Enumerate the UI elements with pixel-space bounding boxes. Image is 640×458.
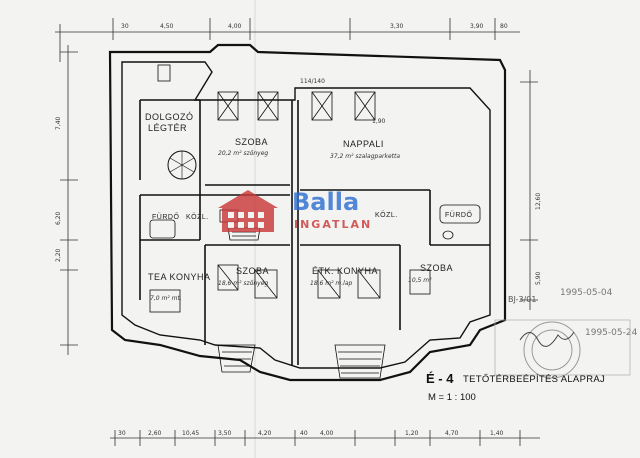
dim-bottom-1: 30 [118, 430, 126, 437]
watermark: Balla INGATLAN [212, 188, 440, 236]
dim-left-3: 2,20 [55, 248, 62, 262]
dim-left-1: 7,40 [55, 116, 62, 130]
dim-right-1: 12,60 [535, 193, 542, 210]
bottom-dimension-line [110, 430, 540, 446]
watermark-brand: Balla [292, 188, 360, 216]
dim-top-6: 80 [500, 23, 508, 30]
room-area-teakonyha: 7,0 m² mt. [150, 295, 182, 302]
room-label-szoba-right: SZOBA [420, 263, 453, 273]
ridge-label: 114/140 [300, 78, 325, 85]
room-area-nappali: 37,2 m² szalagparketta [330, 153, 400, 160]
stamp-box [494, 319, 631, 376]
roof-outline [108, 43, 507, 382]
room-label-furdo-left: FÜRDŐ [152, 212, 179, 221]
approval-stamp-ref: BJ-3/01 [508, 295, 536, 304]
dim-top-2: 4,50 [160, 23, 174, 30]
left-dimension-line [60, 45, 78, 355]
height-label: 1,90 [372, 118, 386, 125]
top-dimension-line [55, 18, 520, 62]
approval-stamp-date1: 1995-05-04 [560, 288, 613, 298]
signature [519, 331, 575, 347]
dim-top-4: 3,30 [390, 23, 404, 30]
dim-bottom-8: 1,20 [405, 430, 419, 437]
sheet-id: É - 4 [426, 371, 454, 386]
room-area-szoba-right: 10,5 m² [408, 277, 432, 284]
dim-bottom-2: 2,60 [148, 430, 162, 437]
room-label-szoba-left: SZOBA [236, 266, 269, 276]
room-label-etk-konyha: ÉTK. KONYHA [312, 266, 378, 276]
dim-bottom-10: 1,40 [490, 430, 504, 437]
dim-top-3: 4,00 [228, 23, 242, 30]
dim-bottom-9: 4,70 [445, 430, 459, 437]
inner-wall-outline [121, 61, 491, 369]
room-label-szoba-top: SZOBA [235, 137, 268, 147]
room-area-szoba-left: 18,6 m² szőnyeg [218, 280, 268, 287]
watermark-house-icon [218, 190, 278, 232]
dim-bottom-5: 4,20 [258, 430, 272, 437]
dim-bottom-7: 4,00 [320, 430, 334, 437]
dim-top-1: 30 [121, 23, 129, 30]
round-seal [523, 321, 581, 379]
room-label-furdo-right: FÜRDŐ [445, 210, 472, 219]
dim-right-2: 5,90 [535, 271, 542, 285]
watermark-subtitle: INGATLAN [294, 218, 373, 231]
right-dimension-line [520, 70, 538, 310]
room-label-legter: LÉGTÉR [148, 123, 187, 133]
dim-top-5: 3,90 [470, 23, 484, 30]
roof-windows [149, 64, 431, 313]
room-label-nappali: NAPPALI [343, 139, 384, 149]
staircase-steps [169, 151, 195, 179]
sheet-scale: M = 1 : 100 [428, 392, 476, 403]
room-label-kozl-left: KÖZL. [186, 213, 209, 221]
dim-bottom-3: 10,45 [182, 430, 199, 437]
dim-left-2: 6,20 [55, 211, 62, 225]
room-label-teakonyha: TEA KONYHA [148, 272, 211, 282]
room-label-kozl-right: KÖZL. [375, 211, 398, 219]
dim-bottom-4: 3,50 [218, 430, 232, 437]
room-area-etk-konyha: 18,6 m² m.lap [310, 280, 353, 287]
sheet-title: TETŐTÉRBEÉPÍTÉS ALAPRAJ [463, 374, 606, 385]
room-area-szoba-top: 20,2 m² szőnyeg [218, 150, 268, 157]
dim-bottom-6: 40 [300, 430, 308, 437]
approval-stamp-date2: 1995-05-24 [585, 328, 638, 338]
partition-walls [139, 99, 490, 365]
room-label-dolgozo: DOLGOZÓ [145, 112, 194, 122]
